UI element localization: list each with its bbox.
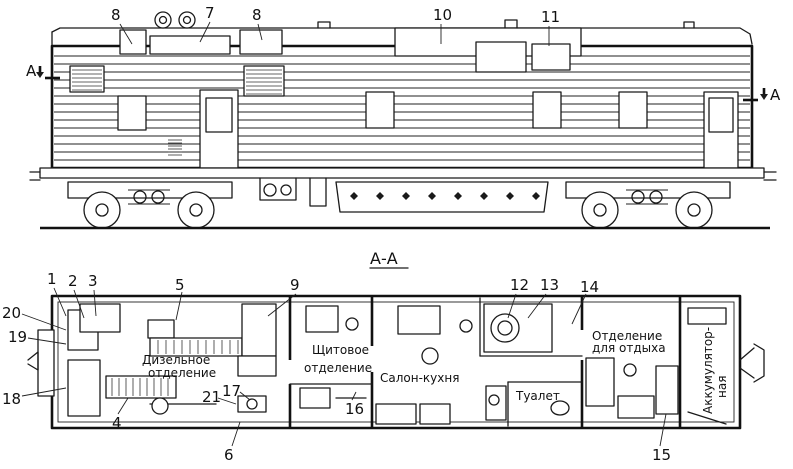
window xyxy=(117,95,147,131)
rest-dial-icon xyxy=(623,363,637,377)
window xyxy=(618,91,648,129)
room-label-rest: Отделение для отдыха xyxy=(592,329,666,355)
floor-plan-view: Дизельное отделение Щитовое отделение Са… xyxy=(2,270,765,464)
leader-lines xyxy=(119,21,550,46)
label-21: 21 xyxy=(202,388,221,406)
side-elevation-view: А А xyxy=(26,4,781,230)
kitchen-counter xyxy=(375,403,417,425)
label-5: 5 xyxy=(175,276,185,294)
room-label-diesel: Дизельное отделение xyxy=(142,353,216,380)
label-8-right: 8 xyxy=(252,6,262,24)
label-10: 10 xyxy=(433,6,452,24)
section-title: А-А xyxy=(370,249,398,268)
roof-box-8-left xyxy=(119,29,147,55)
room-label-battery: Аккумулятор- ная xyxy=(701,323,729,414)
diesel-engine-lower xyxy=(105,375,177,399)
salon-dial-icon xyxy=(459,319,473,333)
label-19: 19 xyxy=(8,328,27,346)
berth xyxy=(617,395,655,419)
label-18: 18 xyxy=(2,390,21,408)
coupler-right xyxy=(739,347,755,379)
label-7: 7 xyxy=(205,4,215,22)
toilet-cabinet xyxy=(485,385,507,421)
window xyxy=(365,91,395,129)
battery-box xyxy=(687,307,727,325)
label-16: 16 xyxy=(345,400,364,418)
bogie-left xyxy=(67,181,233,229)
roof-box-mid xyxy=(475,41,527,73)
label-15: 15 xyxy=(652,446,671,464)
equipment-16 xyxy=(299,387,331,409)
label-9: 9 xyxy=(290,276,300,294)
wheel-icon xyxy=(581,191,619,229)
wheel-icon xyxy=(83,191,121,229)
label-3: 3 xyxy=(88,272,98,290)
roof-box-8-right xyxy=(239,29,283,55)
roof-fan-icon xyxy=(178,11,196,29)
switch-cabinet xyxy=(305,305,339,333)
tank-rivet-icon xyxy=(454,192,462,200)
tank-rivet-icon xyxy=(506,192,514,200)
label-1: 1 xyxy=(47,270,57,288)
louver-grille xyxy=(243,65,285,97)
equipment-18 xyxy=(67,359,101,417)
switch-dial-icon xyxy=(345,317,359,331)
section-letter-right: А xyxy=(770,86,781,104)
bogie-right xyxy=(565,181,731,229)
label-6: 6 xyxy=(224,446,234,464)
room-label-toilet: Туалет xyxy=(515,389,560,403)
tank-rivet-icon xyxy=(376,192,384,200)
roof-outline xyxy=(51,27,753,45)
label-4: 4 xyxy=(112,414,122,432)
valve-icon xyxy=(151,397,169,415)
label-11: 11 xyxy=(541,8,560,26)
wheel-icon xyxy=(177,191,215,229)
tank-rivet-icon xyxy=(428,192,436,200)
berth xyxy=(585,357,615,407)
equipment-9 xyxy=(241,303,277,357)
label-17: 17 xyxy=(222,382,241,400)
label-20: 20 xyxy=(2,304,21,322)
sink xyxy=(419,403,451,425)
salon-cabinet xyxy=(397,305,441,335)
equipment-5 xyxy=(147,319,175,339)
plan-leader-lines-top xyxy=(53,287,587,325)
label-2: 2 xyxy=(68,272,78,290)
tank-rivet-icon xyxy=(350,192,358,200)
equipment-17 xyxy=(237,395,267,413)
toilet-bowl-icon xyxy=(550,400,570,416)
roof-box-11 xyxy=(531,43,571,71)
label-8-left: 8 xyxy=(111,6,121,24)
tank-rivet-icon xyxy=(480,192,488,200)
roof-box-7 xyxy=(149,35,231,55)
tank-rivet-icon xyxy=(532,192,540,200)
fuel-tank xyxy=(335,181,549,213)
equipment-15 xyxy=(655,365,679,415)
underframe xyxy=(39,167,765,179)
section-letter-left: А xyxy=(26,62,37,80)
table-icon xyxy=(421,347,439,365)
wheel-icon xyxy=(675,191,713,229)
label-14: 14 xyxy=(580,278,599,296)
plan-leader-lines-left xyxy=(21,313,67,397)
label-13: 13 xyxy=(540,276,559,294)
label-12: 12 xyxy=(510,276,529,294)
roof-fan-icon xyxy=(154,11,172,29)
buffers xyxy=(29,171,777,181)
room-label-switch: Щитовое отделение xyxy=(304,343,373,375)
tank-rivet-icon xyxy=(402,192,410,200)
room-label-salon: Салон-кухня xyxy=(380,371,459,385)
heater-icon xyxy=(490,313,520,343)
window xyxy=(532,91,562,129)
plan-leader-lines-bottom xyxy=(117,391,667,447)
